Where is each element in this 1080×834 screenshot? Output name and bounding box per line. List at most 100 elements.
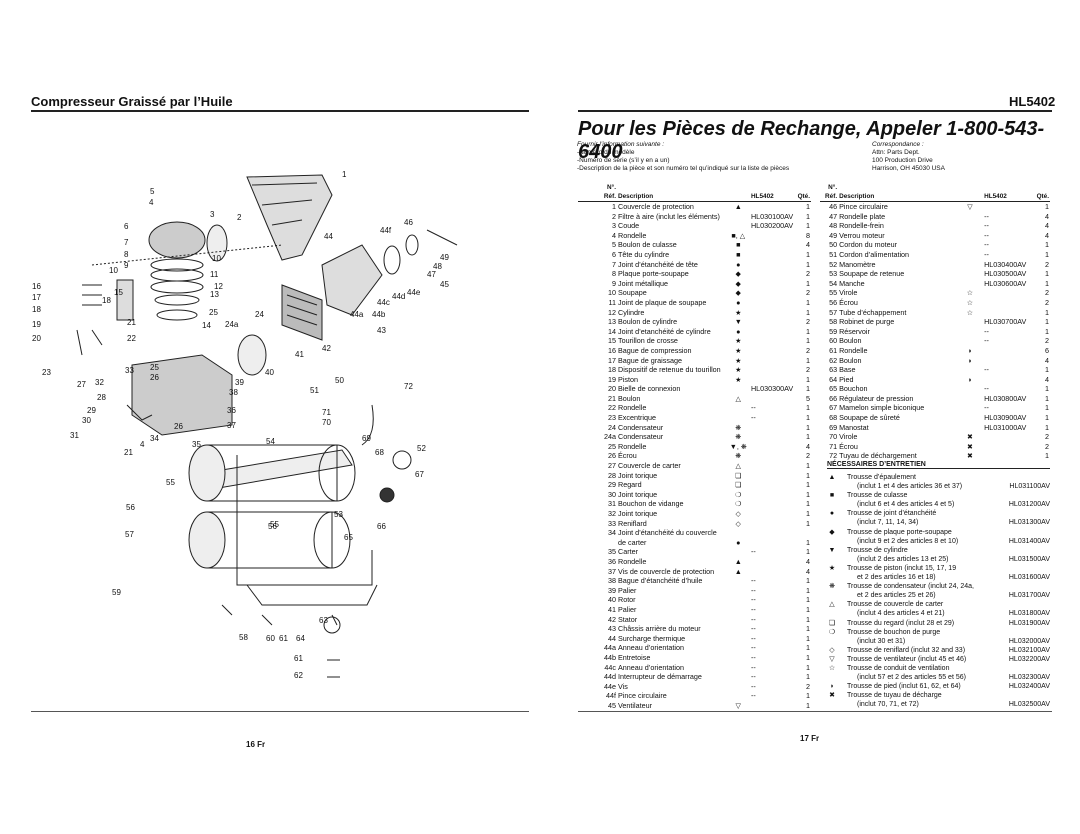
part-ref: 7: [612, 259, 616, 269]
part-description: Tuyau de déchargement: [839, 451, 917, 461]
part-number: [750, 432, 796, 442]
part-number: --: [750, 595, 756, 605]
part-ref: 3: [612, 221, 616, 231]
part-description: Cordon du moteur: [839, 240, 898, 250]
part-ref: 10: [608, 288, 616, 298]
part-ref: 24: [608, 422, 616, 432]
part-qty: 1: [1045, 365, 1049, 375]
kit-text: (inclut 2 des articles 13 et 25): [857, 555, 949, 563]
part-qty: 1: [1045, 240, 1049, 250]
svg-text:26: 26: [150, 373, 159, 382]
part-qty: 4: [1045, 230, 1049, 240]
part-qty: [796, 528, 811, 538]
part-kit-symbol: ◗: [967, 374, 973, 384]
part-qty: 1: [1045, 317, 1049, 327]
svg-text:4: 4: [140, 440, 145, 449]
part-kit-symbol: ❋: [735, 451, 742, 461]
part-qty: 1: [806, 413, 810, 423]
kit-item: ◆Trousse de plaque porte-soupape(inclut …: [827, 528, 1050, 546]
part-description: Tube d’échappement: [839, 307, 907, 317]
part-kit-symbol: [957, 221, 983, 231]
part-kit-symbol: ★: [735, 365, 742, 375]
part-ref: 11: [608, 297, 616, 307]
kit-text: Trousse de tuyau de décharge: [847, 692, 942, 700]
svg-text:50: 50: [335, 376, 344, 385]
part-ref: 21: [608, 393, 616, 403]
kit-item: ☆Trousse de conduit de ventilation(inclu…: [827, 664, 1050, 682]
kit-symbol: ◗: [829, 683, 835, 691]
part-number: --: [750, 585, 756, 595]
part-number: --: [984, 211, 989, 221]
part-kit-symbol: ▽: [735, 700, 742, 710]
part-number: [750, 365, 796, 375]
part-ref: 50: [829, 240, 838, 250]
part-description: Bielle de connexion: [618, 384, 681, 394]
part-ref: 6: [612, 249, 616, 259]
part-ref: 12: [608, 307, 616, 317]
part-qty: 1: [1045, 249, 1049, 259]
svg-text:17: 17: [32, 293, 41, 302]
part-kit-symbol: [957, 231, 983, 241]
part-ref: 44f: [606, 691, 616, 701]
part-number: HL030200AV: [750, 221, 794, 231]
kit-text: (inclut 4 des articles 4 et 21): [857, 610, 945, 618]
part-description: Couvercle de protection: [618, 202, 694, 211]
part-qty: 1: [1045, 413, 1049, 423]
kit-text: (inclut 6 et 4 des articles 4 et 5): [857, 501, 955, 509]
part-kit-symbol: ★: [735, 336, 742, 346]
part-description: Couvercle de carter: [618, 461, 681, 471]
part-number: HL030500AV: [984, 269, 1027, 279]
kit-text: Trousse de bouchon de purge: [847, 628, 941, 636]
svg-text:40: 40: [265, 368, 274, 377]
part-ref: [578, 538, 617, 548]
part-kit-symbol: [727, 403, 750, 413]
part-ref: 44c: [604, 662, 616, 672]
kit-symbol: ❏: [828, 619, 836, 627]
part-number: [750, 269, 796, 279]
part-description: Rondelle plate: [839, 211, 886, 221]
part-description: Interrupteur de démarrage: [618, 672, 702, 682]
part-description: Condensateur: [618, 432, 664, 442]
part-ref: 35: [608, 547, 616, 557]
part-ref: 44d: [604, 672, 616, 682]
part-description: Mamelon simple biconique: [839, 403, 925, 413]
part-description: Réservoir: [839, 326, 870, 336]
svg-text:9: 9: [124, 261, 129, 270]
part-kit-symbol: [727, 528, 750, 538]
part-kit-symbol: ◇: [735, 518, 742, 528]
part-kit-symbol: [957, 394, 983, 404]
part-number: [750, 240, 796, 250]
part-ref: 36: [608, 556, 616, 566]
part-ref: 49: [829, 230, 838, 240]
part-description: Boulon: [839, 355, 862, 365]
part-number: --: [984, 403, 989, 413]
part-kit-symbol: [727, 576, 750, 586]
part-number: [750, 346, 796, 356]
part-kit-symbol: [727, 605, 750, 615]
left-page-number: 16 Fr: [246, 740, 266, 749]
part-qty: 4: [1045, 374, 1049, 384]
part-ref: 44a: [604, 643, 616, 653]
part-description: Anneau d’orientation: [618, 662, 684, 672]
svg-text:2: 2: [237, 213, 242, 222]
part-qty: 2: [1045, 441, 1049, 451]
part-kit-symbol: ■: [736, 240, 741, 250]
part-ref: 64: [829, 374, 838, 384]
part-ref: 71: [829, 441, 838, 451]
part-ref: 39: [608, 585, 616, 595]
part-ref: 57: [829, 307, 838, 317]
